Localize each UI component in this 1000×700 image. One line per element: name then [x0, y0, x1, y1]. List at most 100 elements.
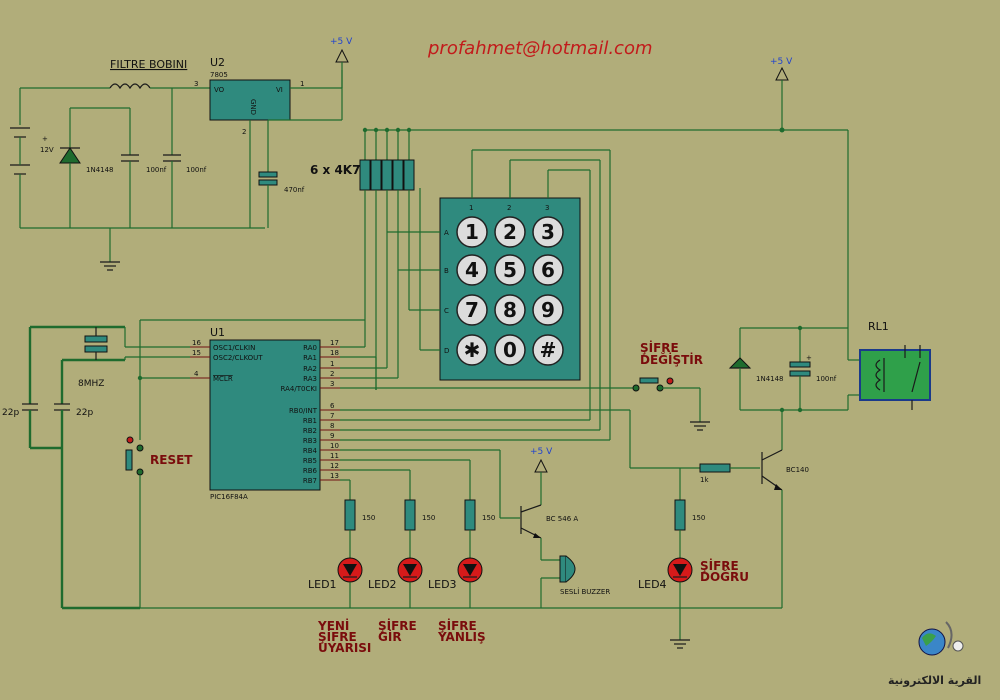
led-caption: ŞİFRE: [438, 618, 477, 633]
resistor-150: [344, 499, 356, 531]
led-ref: LED2: [368, 578, 397, 591]
oscillator-section: 8MHZ 22p 22p: [2, 325, 782, 610]
cap2-label: 100nf: [186, 166, 207, 174]
vcc-label-2: +5 V: [770, 57, 793, 67]
key-label-5: 5: [503, 258, 517, 282]
key-5[interactable]: [494, 254, 526, 286]
keypad: 1 2 3 A B C D 1 2 3 4 5 6 7 8 9 ✱ 0 #: [387, 149, 611, 440]
resistor-array-label: 6 x 4K7: [310, 163, 360, 177]
regulator-pin1: 1: [300, 80, 304, 88]
resistor-150-label: 150: [422, 514, 435, 522]
mcu-pinnum-18: 18: [330, 349, 339, 357]
crystal-label: 8MHZ: [78, 379, 104, 389]
bc140-label: BC140: [786, 466, 809, 474]
key-8[interactable]: [494, 294, 526, 326]
key-star[interactable]: [456, 334, 488, 366]
keypad-col-3: 3: [545, 204, 549, 212]
crystal-8mhz: [84, 335, 108, 343]
mcu-pinnum-1: 1: [330, 360, 334, 368]
buzzer-label: SESLİ BUZZER: [560, 587, 610, 596]
mcu-pin-rb6: RB6: [303, 467, 318, 475]
key-0[interactable]: [494, 334, 526, 366]
mcu-pinnum-6: 6: [330, 402, 335, 410]
key-4[interactable]: [456, 254, 488, 286]
diode1-label: 1N4148: [86, 166, 114, 174]
mcu-pin-osc1: OSC1/CLKIN: [213, 344, 255, 352]
mcu-pin-rb3: RB3: [303, 437, 317, 445]
led-caption: YENİ: [317, 618, 349, 633]
vcc-arrow-3: [534, 458, 548, 473]
keypad-row-d: D: [444, 347, 449, 355]
relay-cap: [789, 361, 811, 368]
mcu-pin-ra4t0cki: RA4/T0CKI: [281, 385, 317, 393]
mcu-pinnum-8: 8: [330, 422, 334, 430]
led-caption: ŞİFRE: [318, 629, 357, 644]
mcu-pinnum-9: 9: [330, 432, 334, 440]
mcu-pinnum-13: 13: [330, 472, 339, 480]
change-button-label: ŞİFRE DEĞİŞTİR: [640, 340, 703, 367]
led-ref: LED1: [308, 578, 337, 591]
diode-1n4148: [59, 147, 81, 164]
key-3[interactable]: [532, 216, 564, 248]
bc546-label: BC 546 A: [546, 515, 578, 523]
keypad-row-a: A: [444, 229, 449, 237]
relay-rl1: [859, 349, 931, 401]
keypad-row-c: C: [444, 307, 449, 315]
resistor-150-label: 150: [482, 514, 495, 522]
mcu-wiring: [340, 188, 700, 519]
key-label-3: 3: [541, 220, 555, 244]
key-7[interactable]: [456, 294, 488, 326]
key-1[interactable]: [456, 216, 488, 248]
leds: 150LED1YENİŞİFREUYARISI150LED2ŞİFREGİR15…: [308, 468, 749, 655]
led-ref: LED4: [638, 578, 667, 591]
led-caption: YANLIŞ: [437, 630, 486, 644]
reset-section: RESET: [125, 319, 365, 608]
mcu-ref: U1: [210, 326, 225, 339]
cap-470nf: [258, 171, 278, 178]
key-label-star: ✱: [464, 338, 481, 362]
led-caption: GİR: [378, 629, 402, 644]
key-2[interactable]: [494, 216, 526, 248]
led-caption: UYARISI: [318, 641, 371, 655]
key-label-4: 4: [465, 258, 479, 282]
battery-plus: +: [42, 135, 48, 143]
mcu-pinnum-11: 11: [330, 452, 339, 460]
mcu-body: [209, 339, 321, 491]
mcu-pin-ra2: RA2: [303, 365, 317, 373]
cap-22p-left-label: 22p: [2, 408, 19, 418]
key-9[interactable]: [532, 294, 564, 326]
key-hash[interactable]: [532, 334, 564, 366]
regulator-pin3: 3: [194, 80, 198, 88]
key-6[interactable]: [532, 254, 564, 286]
mcu-part: PIC16F84A: [210, 493, 248, 501]
resistor-array: 6 x 4K7: [310, 127, 415, 390]
mcu-pin-ra0: RA0: [303, 344, 317, 352]
key-label-0: 0: [503, 338, 517, 362]
relay-diode: [728, 357, 752, 369]
resistor-150: [464, 499, 476, 531]
mcu-pinnum-16: 16: [192, 339, 201, 347]
regulator-vi: VI: [276, 86, 283, 94]
key-label-1: 1: [465, 220, 479, 244]
change-password-button[interactable]: [639, 377, 659, 384]
cap1-label: 100nf: [146, 166, 167, 174]
key-label-8: 8: [503, 298, 517, 322]
led-caption: DOĞRU: [700, 569, 749, 584]
relay-cap-plus: +: [806, 354, 812, 362]
regulator-part: 7805: [210, 71, 228, 79]
mcu-pin-ra3: RA3: [303, 375, 317, 383]
vcc-label-3: +5 V: [530, 447, 553, 457]
resistor-150-label: 150: [692, 514, 705, 522]
reset-button[interactable]: [125, 449, 133, 471]
mcu-pinnum-2: 2: [330, 370, 334, 378]
mcu-pin-osc2: OSC2/CLKOUT: [213, 354, 263, 362]
keypad-col-2: 2: [507, 204, 511, 212]
transistor-bc140: 1k BC140: [699, 449, 809, 608]
mcu-pinnum-4: 4: [194, 370, 199, 378]
power-supply-section: + 12V FILTRE BOBINI 1N4148 100nf 100nf: [10, 37, 353, 271]
buzzer: [559, 555, 567, 583]
globe-icon: [918, 628, 946, 656]
keypad-col-1: 1: [469, 204, 473, 212]
